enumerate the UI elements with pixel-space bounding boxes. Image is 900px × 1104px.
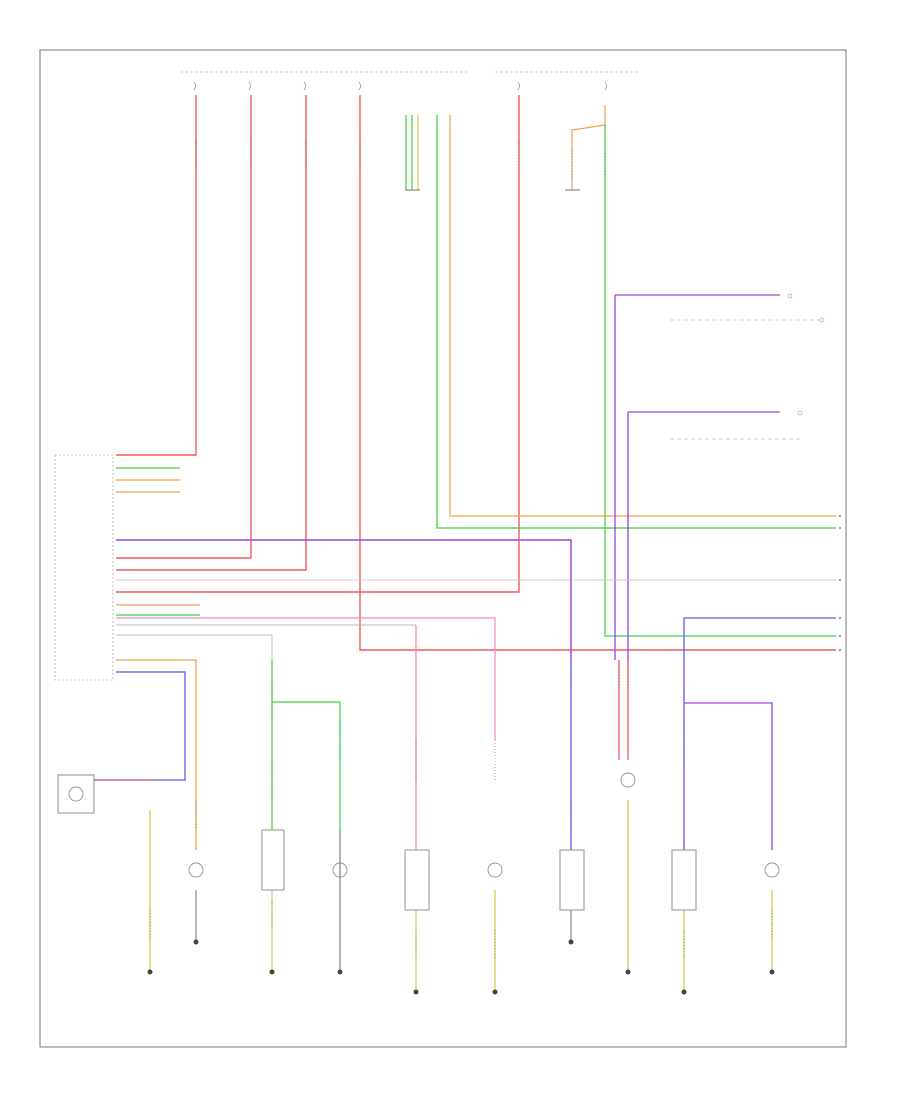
connector-marks	[149, 140, 773, 960]
ground-splice-top	[405, 115, 420, 191]
component-rear-lamp-right	[559, 849, 585, 911]
lamp-drop-wires	[149, 625, 629, 970]
wire-violet-right-drop	[684, 702, 773, 850]
wire-violet-right-lower	[627, 411, 780, 660]
ground-terminals	[147, 939, 775, 995]
wire-red-fuse5	[116, 95, 520, 593]
right-edge-terminals	[839, 515, 841, 651]
lamp-right-lower	[670, 410, 803, 440]
wire-pink-module	[116, 617, 496, 740]
wire-red-fuse3	[116, 95, 307, 571]
wire-red-fuse2	[116, 95, 252, 559]
wire-violet-module	[116, 539, 572, 660]
wire-red-fuse1	[116, 95, 197, 456]
component-boxes	[57, 774, 697, 911]
component-rear-lamp-left	[261, 829, 285, 891]
control-module	[54, 454, 114, 681]
wire-fuse6	[565, 105, 836, 637]
lamp-right-upper	[670, 293, 825, 323]
wire-red-fuse4	[359, 95, 836, 651]
wire-green-long	[436, 115, 836, 529]
wire-orange-long	[449, 115, 836, 517]
wire-gray-module	[116, 624, 416, 700]
diagram-frame	[39, 49, 847, 1048]
component-trunk-lamp	[57, 774, 95, 814]
wire-green-module	[271, 660, 341, 830]
component-rear-lamp-far	[671, 849, 697, 911]
bulb-symbols	[68, 772, 780, 878]
wire-blue-right	[683, 617, 836, 850]
wire-module-lower	[90, 659, 197, 850]
component-rear-lamp-center	[404, 849, 430, 911]
fuse-symbols	[193, 81, 607, 91]
module-pins	[116, 467, 200, 616]
wire-violet-right-upper	[614, 294, 780, 660]
